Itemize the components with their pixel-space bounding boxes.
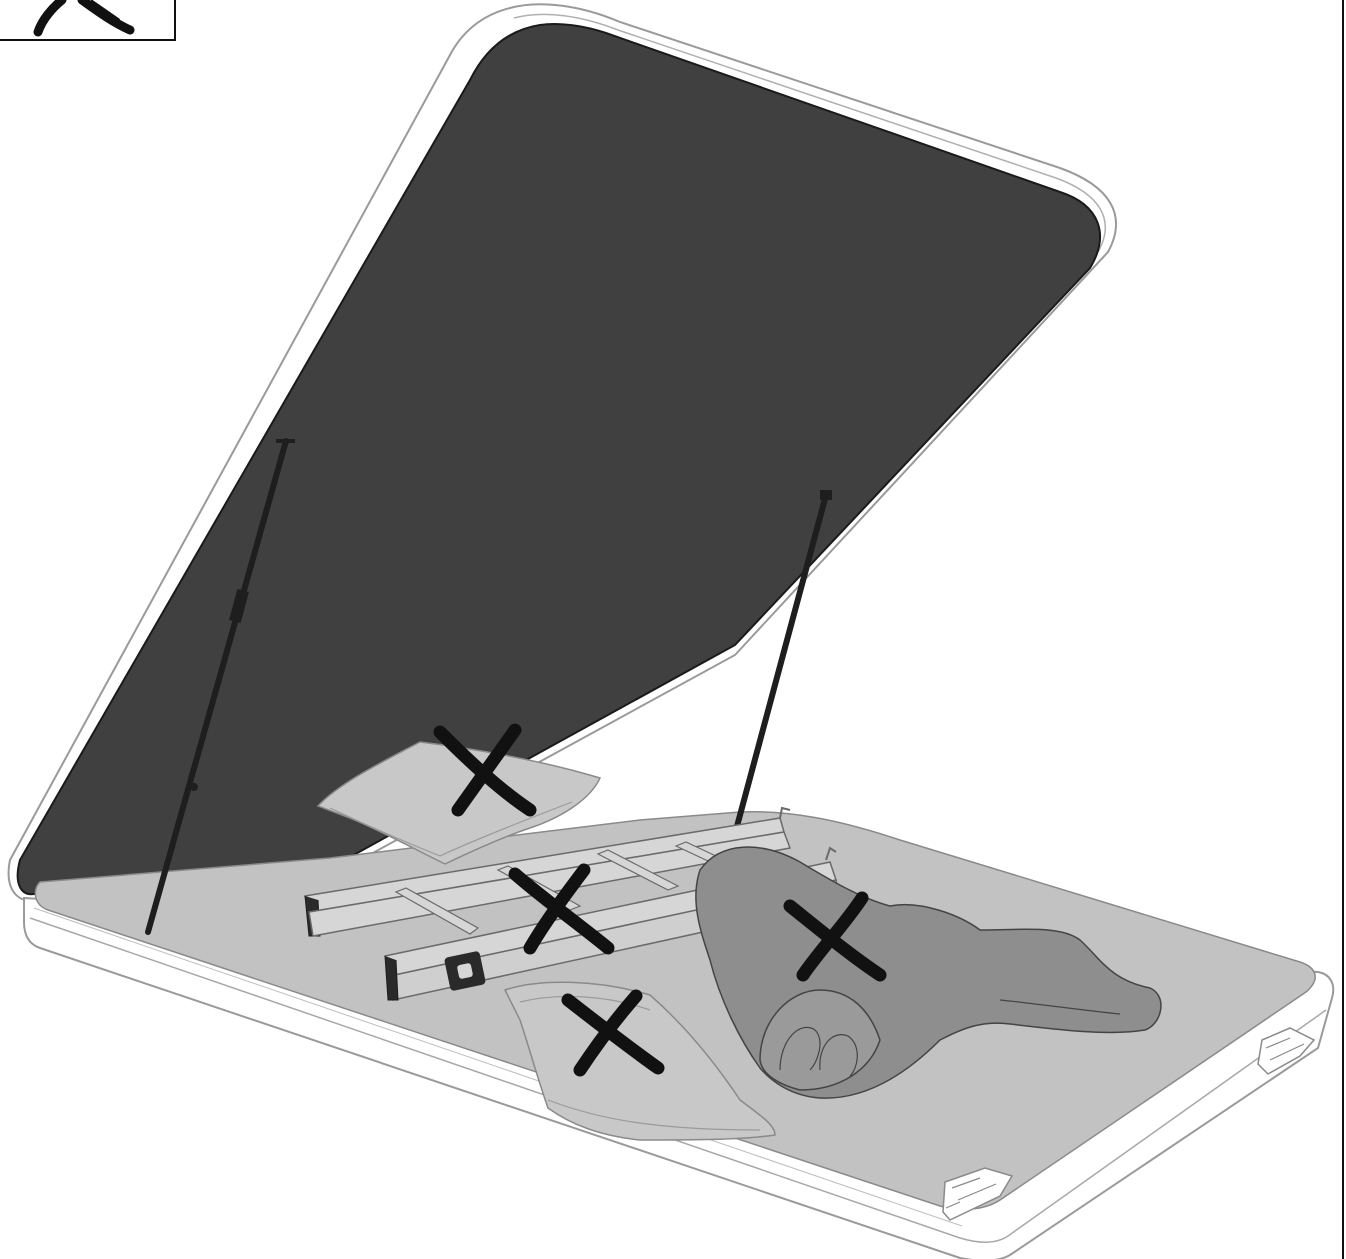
lid bbox=[9, 4, 1116, 901]
inset-box bbox=[0, 0, 175, 40]
tent-closing-icon bbox=[38, 0, 130, 32]
